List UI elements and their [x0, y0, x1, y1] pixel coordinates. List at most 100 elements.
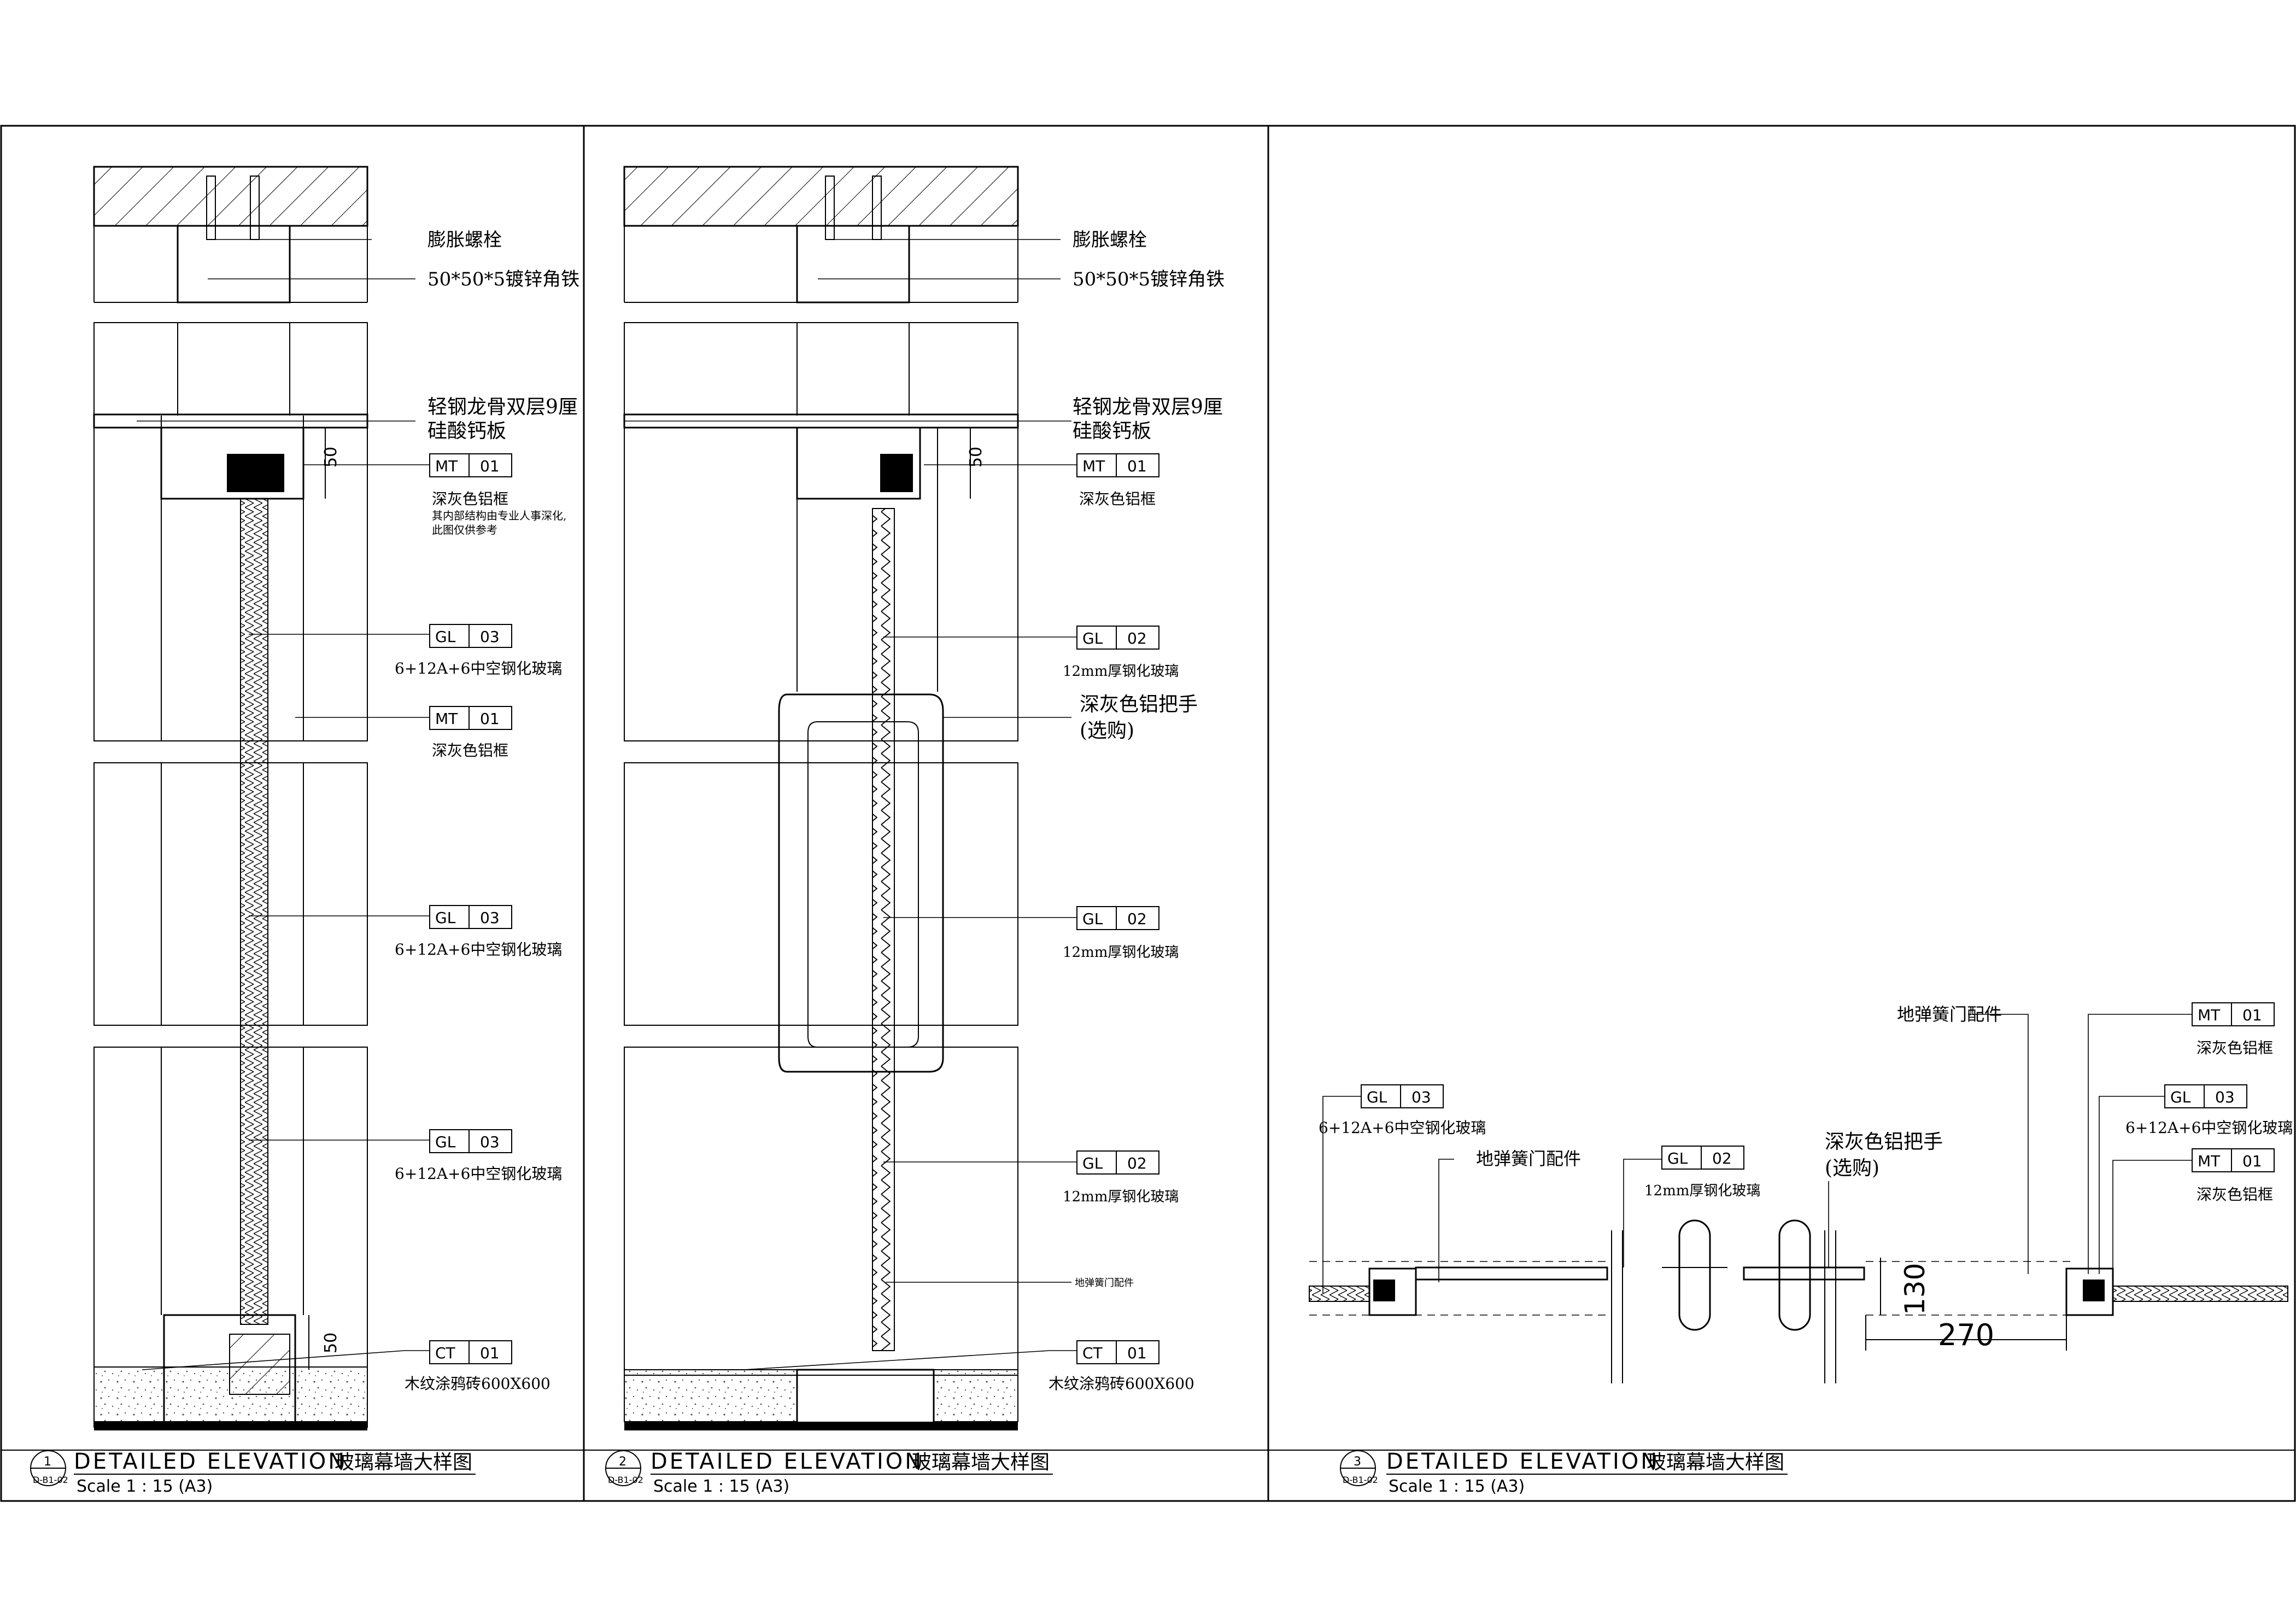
scale-text: Scale 1 : 15 (A3): [1389, 1477, 1525, 1496]
wall-tier: [624, 322, 1018, 741]
floor-spring-box: [796, 1369, 935, 1426]
material-tag: GL 03: [2164, 1084, 2247, 1108]
aluminum-frame-left: [1368, 1267, 1417, 1316]
title-en: DETAILED ELEVATION: [1386, 1449, 1659, 1474]
svg-text:CT: CT: [1082, 1344, 1103, 1362]
svg-text:03: 03: [480, 1133, 500, 1151]
material-tag: CT 01: [429, 1340, 512, 1364]
svg-text:03: 03: [480, 628, 500, 646]
svg-text:03: 03: [480, 909, 500, 927]
svg-text:01: 01: [480, 710, 500, 728]
callout-bolt: 膨胀螺栓: [427, 229, 502, 251]
material-tag: GL 03: [429, 905, 512, 929]
svg-text:01: 01: [480, 1344, 500, 1362]
callout-glass: 12mm厚钢化玻璃: [1644, 1183, 1760, 1199]
callout-glass: 6+12A+6中空钢化玻璃: [395, 659, 562, 677]
wall-tier: [624, 1047, 1018, 1376]
svg-text:D-B1-02: D-B1-02: [608, 1475, 643, 1485]
material-tag: CT 01: [1076, 1340, 1159, 1364]
svg-text:01: 01: [480, 457, 500, 475]
material-tag: MT 01: [2192, 1002, 2275, 1026]
svg-text:01: 01: [1127, 1344, 1147, 1362]
callout-keel: 轻钢龙骨双层9厘: [427, 396, 578, 418]
floor-screed: [624, 1369, 798, 1422]
callout-glass: 6+12A+6中空钢化玻璃: [395, 940, 562, 959]
drawing-title: 1 D-B1-02 DETAILED ELEVATION 玻璃幕墙大样图 Sca…: [30, 1449, 476, 1496]
angle-steel: [177, 225, 291, 303]
svg-text:03: 03: [2215, 1088, 2235, 1106]
svg-text:01: 01: [2242, 1006, 2262, 1024]
insulated-glass: [240, 498, 268, 1325]
callout-angle: 50*50*5镀锌角铁: [427, 268, 579, 290]
callout-note: 此图仅供参考: [432, 523, 497, 536]
aluminum-frame-top: [796, 427, 921, 500]
svg-text:GL: GL: [2170, 1088, 2191, 1106]
callout-bolt: 膨胀螺栓: [1073, 229, 1147, 251]
material-tag: GL 03: [1361, 1084, 1444, 1108]
door-handle: [1678, 1219, 1711, 1331]
dim-text: 50: [321, 1333, 341, 1353]
svg-text:CT: CT: [435, 1344, 456, 1362]
floor-tile: [94, 1422, 367, 1430]
callout-tile: 木纹涂鸦砖600X600: [1049, 1375, 1194, 1393]
title-cn: 玻璃幕墙大样图: [912, 1451, 1050, 1474]
panel-2: 50 膨胀螺栓 50*50*5镀锌角铁 轻钢龙骨双层9厘 硅酸钙板 MT 01 …: [605, 166, 1225, 1496]
svg-text:D-B1-02: D-B1-02: [1343, 1475, 1378, 1485]
material-tag: MT 01: [429, 706, 512, 730]
scale-text: Scale 1 : 15 (A3): [653, 1477, 789, 1496]
svg-text:MT: MT: [435, 457, 458, 475]
callout-glass: 12mm厚钢化玻璃: [1063, 1189, 1179, 1205]
floor-screed: [933, 1369, 1018, 1422]
callout-frame: 深灰色铝框: [432, 490, 508, 508]
floor-tile: [624, 1422, 1018, 1430]
sheet-border: [0, 125, 2296, 1502]
svg-text:GL: GL: [435, 1133, 456, 1151]
callout-handle: 深灰色铝把手: [1080, 693, 1198, 716]
svg-text:02: 02: [1127, 629, 1147, 647]
svg-text:02: 02: [1127, 910, 1147, 928]
svg-text:GL: GL: [1082, 629, 1103, 647]
drawing-title: 3 D-B1-02 DETAILED ELEVATION 玻璃幕墙大样图 Sca…: [1340, 1449, 1788, 1496]
svg-text:MT: MT: [435, 710, 458, 728]
dim-text: 270: [1938, 1318, 1994, 1352]
wall-tier: [93, 322, 368, 741]
wall-tier: [93, 762, 368, 1026]
door-handle: [778, 693, 944, 1073]
svg-text:02: 02: [1127, 1154, 1147, 1172]
angle-steel: [796, 225, 910, 303]
svg-text:D-B1-02: D-B1-02: [33, 1475, 68, 1485]
svg-text:GL: GL: [1082, 1154, 1103, 1172]
callout-glass: 6+12A+6中空钢化玻璃: [2125, 1119, 2293, 1137]
material-tag: GL 02: [1661, 1146, 1744, 1170]
callout-handle: (选购): [1825, 1157, 1879, 1179]
svg-text:GL: GL: [1367, 1088, 1387, 1106]
svg-text:01: 01: [1127, 457, 1147, 475]
door-handle: [1778, 1219, 1811, 1331]
tempered-glass-left-leaf: [1415, 1266, 1608, 1281]
title-cn: 玻璃幕墙大样图: [1647, 1451, 1784, 1474]
svg-text:GL: GL: [1667, 1149, 1688, 1167]
callout-note: 其内部结构由专业人事深化,: [432, 509, 566, 522]
svg-text:GL: GL: [435, 628, 456, 646]
material-tag: GL 02: [1076, 906, 1159, 930]
dim-text: 130: [1899, 1263, 1931, 1315]
panel-3: 270 130 GL 03 6+12A+6中空钢化玻璃 地弹簧门配件 GL 02…: [1309, 1002, 2293, 1496]
callout-keel: 轻钢龙骨双层9厘: [1073, 396, 1223, 418]
callout-floor-spring: 地弹簧门配件: [1476, 1148, 1581, 1169]
callout-keel: 硅酸钙板: [427, 420, 506, 442]
callout-glass: 12mm厚钢化玻璃: [1063, 944, 1179, 961]
floor-screed: [93, 1366, 368, 1422]
material-tag: GL 03: [429, 624, 512, 648]
material-tag: MT 01: [2192, 1148, 2275, 1172]
tempered-glass-right-leaf: [1743, 1266, 1865, 1281]
dim-text: 50: [967, 447, 986, 468]
callout-tile: 木纹涂鸦砖600X600: [405, 1375, 550, 1393]
title-en: DETAILED ELEVATION: [74, 1449, 347, 1474]
concrete-slab: [93, 166, 368, 227]
dim-text: 50: [321, 447, 341, 468]
tempered-glass: [872, 508, 895, 1351]
svg-text:03: 03: [1411, 1088, 1431, 1106]
callout-handle: (选购): [1080, 720, 1134, 742]
material-tag: MT 01: [429, 453, 512, 477]
